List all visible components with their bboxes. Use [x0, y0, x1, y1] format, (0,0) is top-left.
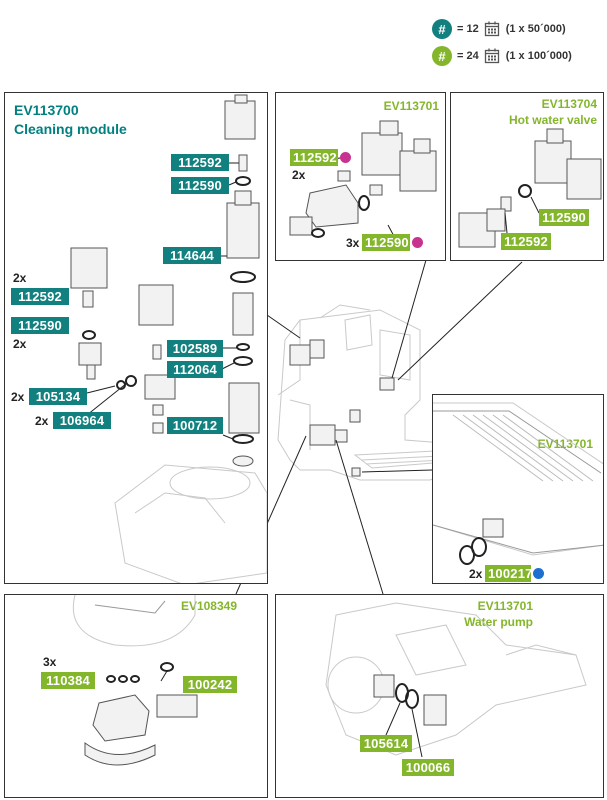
legend-interval-1: (1 x 50´000) — [505, 23, 566, 35]
connector-pump — [335, 439, 384, 595]
water-pump-drawing — [325, 602, 587, 758]
part-100066: 100066 — [402, 759, 454, 776]
legend-interval-2: (1 x 100´000) — [505, 50, 572, 62]
part-112592-c: 112592 — [290, 149, 338, 166]
machine-modules — [289, 339, 395, 477]
hash-badge-green: # — [432, 46, 452, 66]
part-100217: 100217 — [485, 565, 532, 582]
panel-name: Hot water valve — [508, 113, 597, 127]
part-112590-d: 112590 — [539, 209, 589, 226]
valve-middle — [138, 284, 174, 326]
panel-ev113701-top: EV113701 112592 2x 3x 112590 — [275, 92, 446, 261]
part-110384: 110384 — [41, 672, 95, 689]
qty-112590-c: 3x — [346, 236, 360, 250]
filter-cylinder — [226, 202, 260, 259]
panel-name: Water pump — [464, 615, 533, 629]
qty-110384: 3x — [43, 655, 57, 669]
calendar-icon — [484, 21, 499, 37]
connector-cleaning — [266, 314, 301, 339]
valve-top — [224, 100, 256, 140]
panel-code: EV113701 — [383, 99, 439, 113]
qty-105134: 2x — [11, 390, 25, 404]
panel-hot-water-valve: EV113704 Hot water valve 112590 112592 — [450, 92, 604, 261]
part-112590-b: 112590 — [11, 317, 69, 334]
valve-left — [70, 247, 108, 289]
cleaning-module-drawing — [70, 94, 267, 583]
qty-112592-b: 2x — [13, 271, 27, 285]
hash-badge-teal: # — [432, 19, 452, 39]
drip-tray-drawing — [433, 402, 603, 565]
panel-drip-tray: EV113701 2x 100217 — [432, 394, 604, 584]
part-106964: 106964 — [53, 412, 111, 429]
blue-dot — [533, 568, 544, 579]
legend-row-1: # = 12 (1 x 50´000) — [432, 19, 566, 39]
qty-100217: 2x — [469, 567, 483, 581]
part-112590-a: 112590 — [171, 177, 229, 194]
part-102589: 102589 — [167, 340, 223, 357]
part-114644: 114644 — [163, 247, 221, 264]
part-100242: 100242 — [183, 676, 237, 693]
magenta-dot — [340, 152, 351, 163]
part-112592-a: 112592 — [171, 154, 229, 171]
part-112064: 112064 — [167, 361, 223, 378]
part-100712: 100712 — [167, 417, 223, 434]
part-105134: 105134 — [29, 388, 87, 405]
qty-112590-b: 2x — [13, 337, 27, 351]
ev108349-drawing — [72, 595, 198, 766]
qty-106964: 2x — [35, 414, 49, 428]
part-112592-b: 112592 — [11, 288, 69, 305]
panel-code: EV113704 — [541, 97, 597, 111]
part-112592-d: 112592 — [501, 233, 551, 250]
magenta-dot — [412, 237, 423, 248]
connector-hot-water — [397, 261, 523, 381]
panel-ev108349: EV108349 3x 110384 100242 — [4, 594, 268, 798]
panel-cleaning-module: EV113700 Cleaning module — [4, 92, 268, 584]
qty-112592-c: 2x — [292, 168, 306, 182]
ev113701-valves-drawing — [289, 120, 437, 241]
panel-water-pump: EV113701 Water pump 105614 100066 — [275, 594, 604, 798]
panel-code: EV113701 — [477, 599, 533, 613]
calendar-icon — [484, 48, 499, 64]
legend-count-1: = 12 — [457, 23, 479, 35]
connector-ev113701-top — [391, 259, 427, 379]
panel-name: Cleaning module — [14, 121, 127, 137]
legend-count-2: = 24 — [457, 50, 479, 62]
legend-row-2: # = 24 (1 x 100´000) — [432, 46, 572, 66]
hot-water-valve-drawing — [458, 128, 602, 248]
part-105614: 105614 — [360, 735, 412, 752]
part-112590-c: 112590 — [362, 234, 410, 251]
panel-code: EV113700 — [14, 102, 79, 118]
connector-drip — [361, 469, 433, 473]
